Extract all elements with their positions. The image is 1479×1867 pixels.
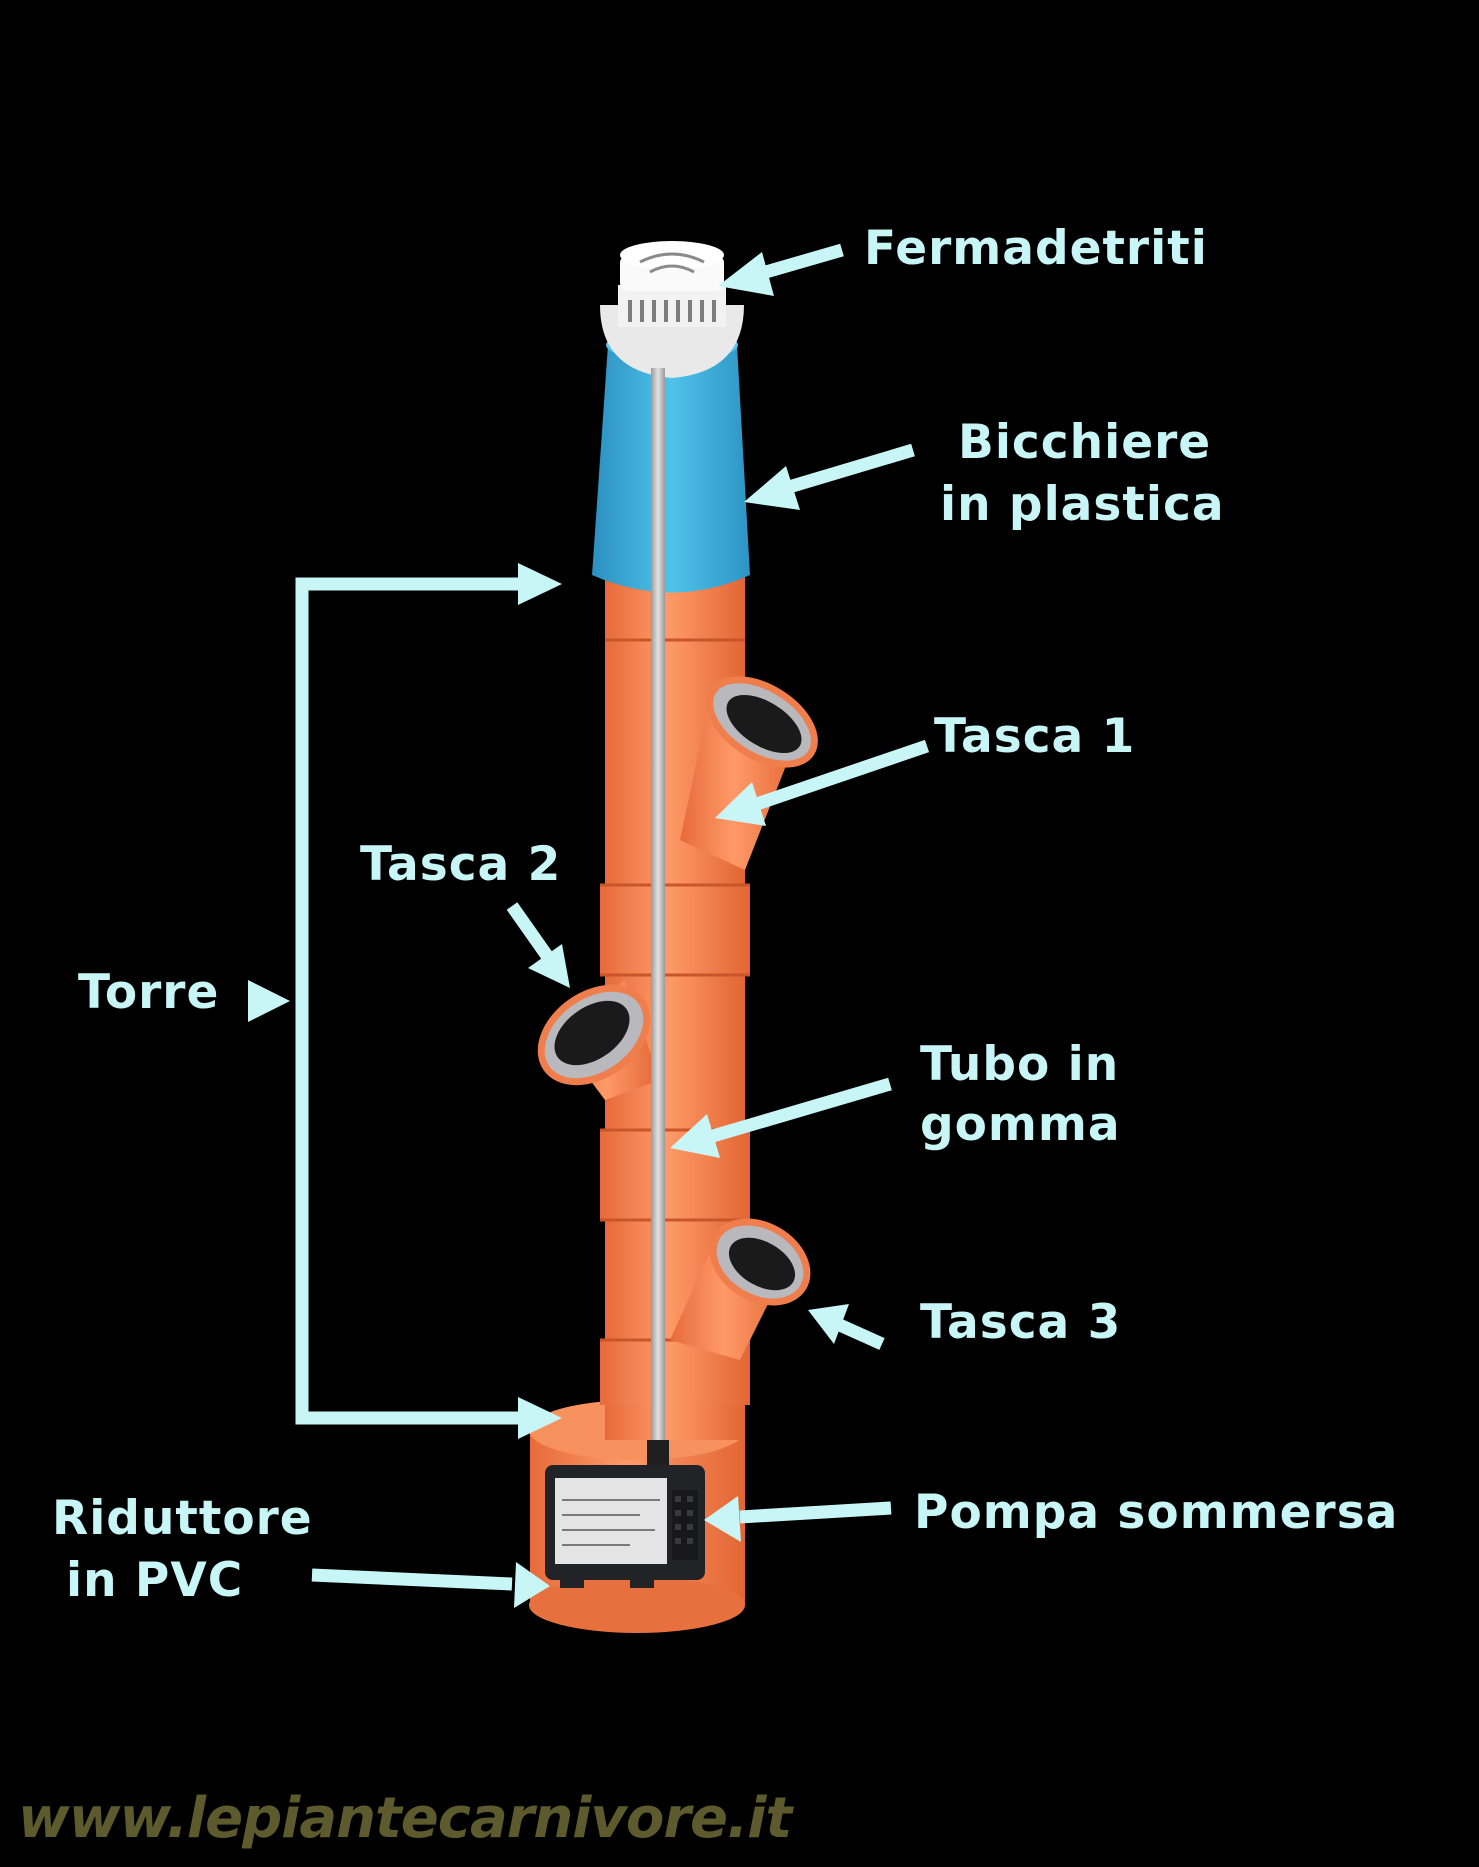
arrow-bicchiere	[744, 443, 915, 510]
label-tasca-1: Tasca 1	[934, 709, 1136, 764]
debris-filter	[600, 241, 744, 378]
label-bicchiere-line1: Bicchiere	[958, 415, 1212, 470]
arrow-pompa	[704, 1496, 892, 1542]
submersible-pump	[545, 1440, 705, 1588]
label-riduttore-line2: in PVC	[66, 1553, 244, 1608]
arrows	[311, 243, 930, 1608]
pocket-1	[680, 676, 818, 870]
arrow-riduttore	[311, 1562, 550, 1608]
rubber-hose	[651, 368, 665, 1443]
label-tasca-3: Tasca 3	[920, 1295, 1122, 1350]
label-bicchiere-line2: in plastica	[940, 477, 1225, 532]
label-tasca-2: Tasca 2	[360, 837, 562, 892]
label-tubo-line1: Tubo in	[920, 1037, 1120, 1092]
watermark: www.lepiantecarnivore.it	[18, 1786, 792, 1851]
arrow-tubo	[670, 1077, 892, 1158]
arrow-tasca-2	[506, 902, 570, 988]
arrow-fermadetriti	[718, 243, 844, 296]
torre-bracket	[248, 563, 562, 1439]
label-fermadetriti: Fermadetriti	[864, 221, 1208, 276]
label-riduttore-line1: Riduttore	[52, 1491, 313, 1546]
label-pompa: Pompa sommersa	[914, 1485, 1399, 1540]
pocket-2	[537, 980, 660, 1100]
arrow-tasca-1	[715, 739, 930, 826]
label-tubo-line2: gomma	[920, 1097, 1121, 1152]
arrow-tasca-3	[808, 1304, 885, 1350]
pocket-3	[670, 1218, 811, 1360]
label-torre: Torre	[78, 965, 220, 1020]
